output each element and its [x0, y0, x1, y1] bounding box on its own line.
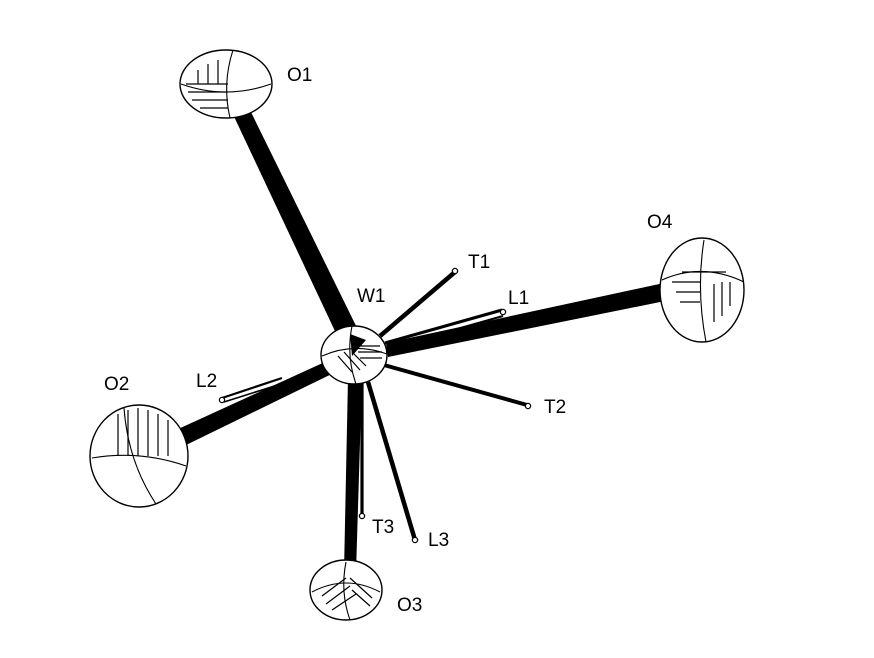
- label-t1: T1: [468, 252, 490, 273]
- atom-o3: [309, 559, 383, 621]
- label-w1: W1: [357, 286, 386, 307]
- label-o2: O2: [104, 374, 129, 395]
- label-l3: L3: [428, 530, 449, 551]
- label-o1: O1: [287, 65, 312, 86]
- bond-w1-l2-a: [221, 376, 283, 400]
- marker-l3: [411, 536, 419, 544]
- marker-t1: [451, 267, 459, 275]
- bond-w1-l3: [365, 381, 418, 541]
- terminal-markers: [218, 267, 532, 544]
- bond-w1-l1-a: [384, 308, 503, 345]
- bond-w1-o2: [176, 356, 344, 446]
- label-o4: O4: [647, 212, 673, 233]
- atom-w1: [320, 325, 388, 385]
- bond-w1-o1: [230, 102, 362, 346]
- marker-l2: [218, 396, 226, 404]
- bond-w1-l2-b: [223, 382, 285, 403]
- atom-o1: [179, 49, 273, 119]
- marker-t3: [358, 512, 366, 520]
- atom-o2: [89, 404, 189, 508]
- marker-t2: [524, 402, 532, 410]
- bonds: [176, 102, 670, 572]
- bond-w1-o4: [386, 283, 670, 357]
- label-t3: T3: [372, 517, 394, 538]
- label-o3: O3: [397, 595, 422, 616]
- label-l1: L1: [508, 288, 529, 309]
- atom-labels: O1 O4 W1 T1 L1 T2 O2 L2 T3 L3 O3: [104, 65, 673, 616]
- marker-l1: [499, 308, 507, 316]
- bond-w1-t2: [383, 363, 528, 407]
- bond-w1-t1: [378, 270, 457, 338]
- atom-o4: [659, 237, 745, 343]
- label-l2: L2: [196, 371, 217, 392]
- bond-w1-l1-b: [385, 315, 504, 350]
- bond-w1-o3: [344, 378, 362, 572]
- label-t2: T2: [544, 397, 566, 418]
